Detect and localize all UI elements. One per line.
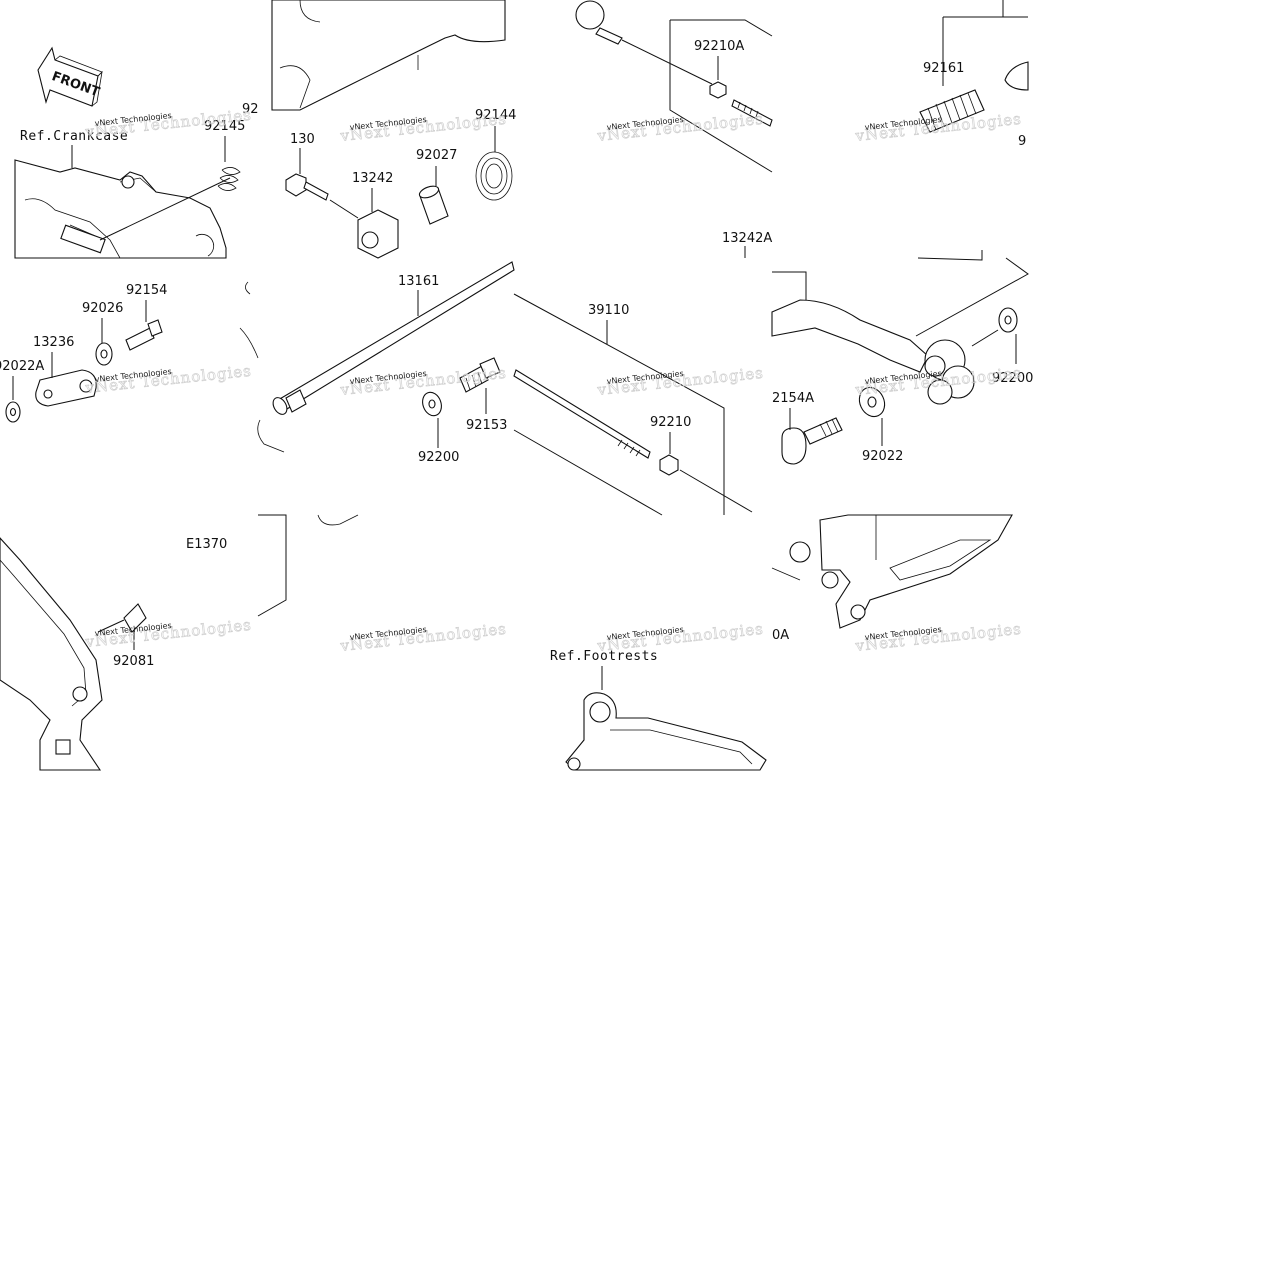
label-92081: 92081 — [113, 654, 154, 669]
lever-13242 — [357, 209, 399, 259]
label-13236: 13236 — [33, 335, 74, 350]
washer-92026 — [95, 342, 113, 366]
washer-92200-right — [998, 307, 1018, 333]
bolt-92154 — [125, 319, 163, 351]
bolt-130 — [285, 173, 329, 201]
footrest-plate-right — [771, 514, 1013, 629]
spring-92145 — [217, 167, 241, 191]
label-0A: 0A — [772, 628, 789, 643]
label-92026: 92026 — [82, 301, 123, 316]
label-92022A: 92022A — [0, 359, 44, 374]
label-13242: 13242 — [352, 171, 393, 186]
label-13242A: 13242A — [722, 231, 772, 246]
footrest-bracket-center — [565, 692, 767, 771]
spring-92144 — [475, 151, 513, 201]
ref-crankcase-label: Ref.Crankcase — [20, 129, 128, 144]
tie-rod-39110 — [513, 369, 651, 459]
shift-lever-13242A — [771, 299, 975, 405]
label-92200: 92200 — [418, 450, 459, 465]
label-92210: 92210 — [650, 415, 691, 430]
front-arrow-icon: FRONT — [37, 46, 103, 107]
collar-92027 — [418, 185, 449, 225]
bolt-92154A — [781, 417, 843, 465]
label-92161: 92161 — [923, 61, 964, 76]
label-92144: 92144 — [475, 108, 516, 123]
washer-92022 — [858, 386, 886, 418]
label-92022: 92022 — [862, 449, 903, 464]
ref-footrests-label: Ref.Footrests — [550, 649, 658, 664]
nut-92210A — [709, 81, 727, 99]
rod-end-joint — [575, 0, 623, 45]
pivot-bolt-92153 — [459, 357, 501, 393]
label-130: 130 — [290, 132, 315, 147]
shift-shaft-13161 — [272, 261, 515, 415]
link-13236 — [35, 369, 97, 407]
spring-92081 — [123, 603, 147, 633]
label-92154A: 2154A — [772, 391, 814, 406]
label-39110: 39110 — [588, 303, 629, 318]
label-92145: 92145 — [204, 119, 245, 134]
label-92200-right: 92200 — [992, 371, 1033, 386]
code-label: E1370 — [186, 537, 227, 552]
label-9-right: 9 — [1018, 134, 1026, 149]
shift-drum-housing — [271, 0, 506, 111]
label-92027: 92027 — [416, 148, 457, 163]
washer-92022A — [5, 401, 21, 423]
footpeg-rubber-92161 — [919, 89, 985, 133]
label-92154: 92154 — [126, 283, 167, 298]
tie-rod-thread — [731, 99, 773, 127]
label-92210A: 92210A — [694, 39, 744, 54]
crankcase-drawing — [14, 159, 227, 259]
nut-92210 — [659, 454, 679, 476]
label-92153: 92153 — [466, 418, 507, 433]
label-13161: 13161 — [398, 274, 439, 289]
washer-92200 — [422, 391, 442, 417]
footrest-bracket-left — [0, 537, 103, 771]
label-92-top: 92 — [242, 102, 259, 117]
